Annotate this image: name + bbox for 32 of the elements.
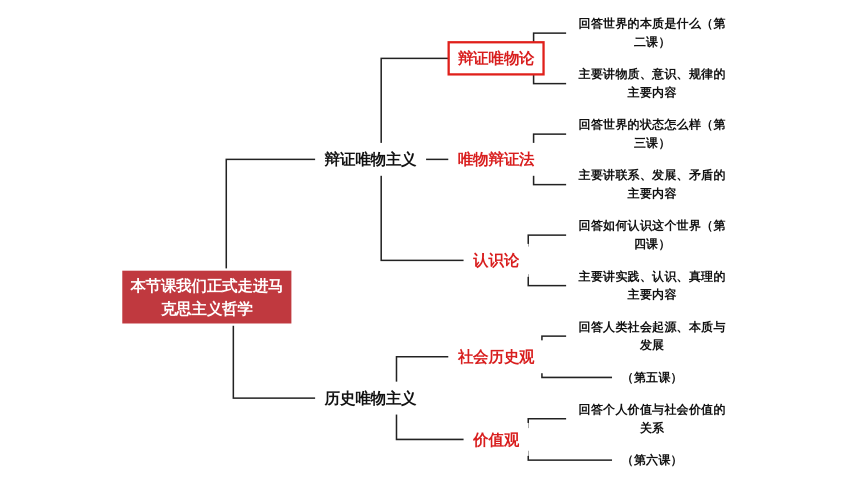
node-text: 唯物辩证法 (458, 150, 535, 169)
node-text: 回答世界的本质是什么（第二课） (579, 16, 726, 50)
connector (542, 372, 613, 378)
node-text: 回答世界的状态怎么样（第三课） (579, 117, 726, 150)
node-text: 认识论 (474, 251, 520, 270)
node-text: 回答如何认识这个世界（第四课） (579, 218, 726, 252)
connector (233, 324, 316, 399)
connector (533, 175, 567, 186)
connector (425, 158, 450, 160)
node-text: 社会历史观 (458, 348, 535, 366)
connector (380, 58, 450, 144)
node-text: 历史唯物主义 (325, 388, 417, 408)
node-text: 主要讲实践、认识、真理的主要内容 (579, 268, 726, 302)
connector (528, 234, 567, 247)
node-text: （第六课） (622, 452, 684, 467)
connector (533, 32, 567, 42)
node-text: 辩证唯物主义 (325, 150, 417, 169)
node-text: 主要讲联系、发展、矛盾的主要内容 (579, 168, 726, 201)
node-text: 回答个人价值与社会价值的关系 (579, 402, 726, 435)
connector (396, 414, 464, 440)
connector (380, 175, 464, 262)
connector (542, 335, 567, 341)
connector (533, 74, 567, 84)
node-text: （第五课） (622, 370, 684, 384)
connector (528, 274, 567, 286)
node-text: 主要讲物质、意识、规律的主要内容 (579, 66, 726, 100)
node-box: 辩证唯物论 (448, 41, 546, 76)
connector (396, 356, 450, 382)
connector (533, 133, 567, 144)
node-text: 回答人类社会起源、本质与发展 (579, 319, 726, 352)
connector (226, 158, 316, 270)
node-box: 本节课我们正式走进马克思主义哲学 (120, 268, 294, 326)
